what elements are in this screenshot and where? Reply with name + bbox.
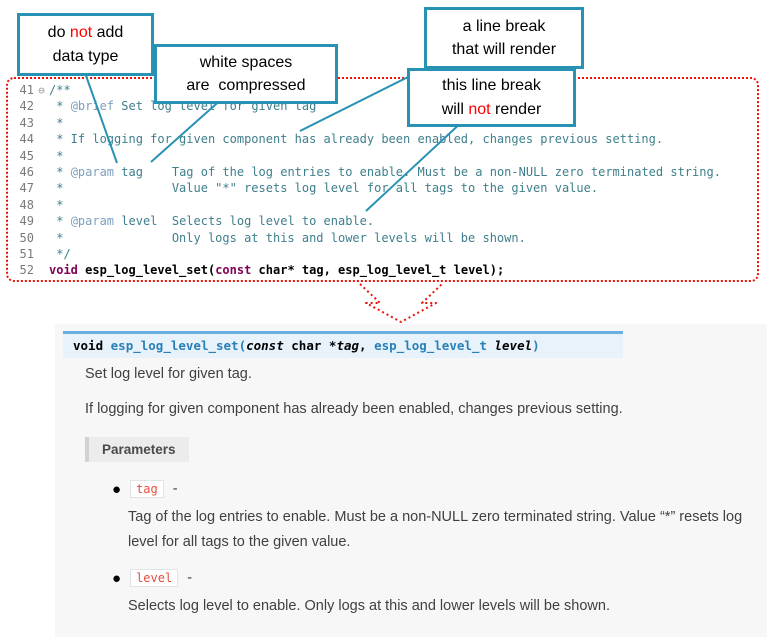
- arrow-down-dotted-icon: [359, 283, 443, 323]
- param-separator: -: [172, 481, 178, 497]
- callout-text-line: will not render: [441, 100, 542, 118]
- callout-text-line: white spaces: [199, 53, 293, 71]
- callout-do-not-add-data-type: do not add data type: [17, 13, 154, 76]
- code-line-49: 49 * @param level Selects log level to e…: [19, 214, 375, 229]
- function-signature: void esp_log_level_set(const char *tag, …: [63, 331, 623, 358]
- code-line-42: 42 * @brief Set log level for given tag: [19, 99, 317, 114]
- param-item-level: ● level -: [112, 569, 192, 587]
- code-line-46: 46 * @param tag Tag of the log entries t…: [19, 164, 721, 179]
- callout-line-break-renders: a line break that will render: [424, 7, 584, 69]
- brief-description: Set log level for given tag.: [85, 366, 252, 382]
- code-line-48: 48 *: [19, 197, 64, 212]
- bullet-icon: ●: [112, 480, 122, 498]
- code-line-43: 43 *: [19, 115, 64, 130]
- code-line-51: 51 */: [19, 246, 71, 261]
- code-line-47: 47 * Value "*" resets log level for all …: [19, 181, 599, 196]
- code-line-45: 45 *: [19, 148, 64, 163]
- param-name-tag: tag: [130, 480, 164, 498]
- parameters-header: Parameters: [85, 437, 189, 462]
- param-desc-level: Selects log level to enable. Only logs a…: [128, 598, 610, 614]
- callout-line-break-not-render: this line break will not render: [407, 68, 576, 127]
- bullet-icon: ●: [112, 569, 122, 587]
- callout-whitespace-compressed: white spaces are compressed: [154, 44, 338, 104]
- code-editor-snippet: 41⊖/** 42 * @brief Set log level for give…: [6, 77, 759, 282]
- param-desc-tag: Tag of the log entries to enable. Must b…: [128, 509, 743, 551]
- detailed-description: If logging for given component has alrea…: [85, 401, 623, 417]
- code-line-44: 44 * If logging for given component has …: [19, 132, 664, 147]
- code-line-41: 41⊖/**: [19, 83, 71, 97]
- rendered-docs-panel: void esp_log_level_set(const char *tag, …: [55, 324, 767, 637]
- param-name-level: level: [130, 569, 179, 587]
- callout-text-line: this line break: [442, 77, 541, 95]
- fold-marker-icon: ⊖: [38, 84, 45, 97]
- callout-text-line: data type: [52, 47, 119, 65]
- callout-text-line: a line break: [462, 17, 546, 35]
- param-item-tag: ● tag -: [112, 480, 178, 498]
- callout-text-line: do not add: [47, 24, 124, 42]
- callout-text-line: are compressed: [186, 77, 306, 94]
- code-lines: 41⊖/** 42 * @brief Set log level for give…: [12, 83, 757, 280]
- callout-text-line: that will render: [451, 41, 557, 58]
- code-line-50: 50 * Only logs at this and lower levels …: [19, 230, 526, 245]
- param-separator: -: [187, 570, 193, 586]
